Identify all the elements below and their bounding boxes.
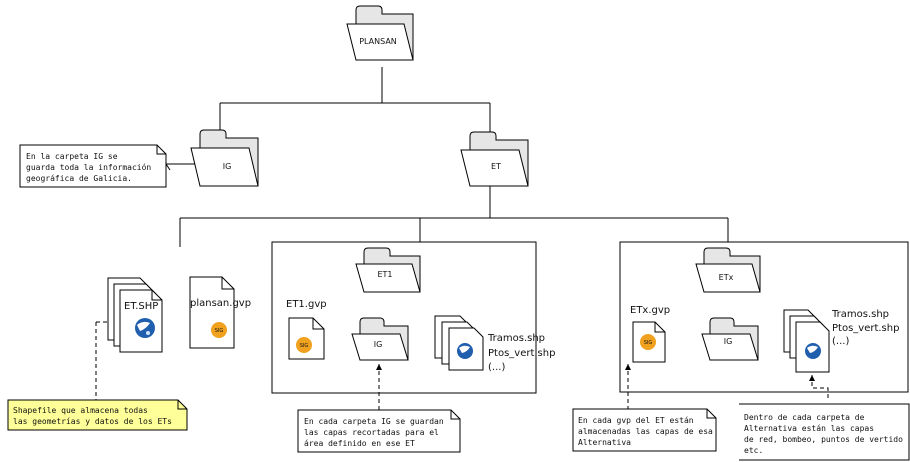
- et1-shp-item: Ptos_vert.shp: [488, 348, 555, 359]
- dashed-arrows: [95, 321, 829, 410]
- note-alt-line: Dentro de cada carpeta de: [744, 413, 865, 422]
- etx-shp-item: Tramos.shp: [831, 309, 889, 320]
- folder-label-etx: ETx: [719, 273, 734, 282]
- globe-icon: [805, 343, 821, 359]
- et1-shp-list: Tramos.shp Ptos_vert.shp (...): [487, 333, 559, 373]
- note-shapefile-line: Shapefile que almacena todas: [13, 406, 148, 415]
- svg-text:SIG: SIG: [644, 340, 653, 346]
- folder-icon[interactable]: IG: [190, 129, 259, 187]
- note-alt-line: de red, bombeo, puntos de vertido: [744, 435, 903, 444]
- svg-text:SIG: SIG: [215, 328, 224, 334]
- et-shp-label: ET.SHP: [124, 301, 158, 312]
- svg-text:Dentro de cada carpeta de: Dentro de cada carpeta de Alternativa es…: [744, 413, 908, 455]
- et1-gvp-file-icon[interactable]: SIG: [288, 317, 325, 360]
- plansan-gvp-label: plansan.gvp: [190, 298, 251, 309]
- note-alt-line: etc.: [744, 446, 763, 455]
- folder-icon[interactable]: ET: [460, 131, 529, 187]
- etx-shp-list: Tramos.shp Ptos_vert.shp (...): [831, 309, 903, 347]
- etx-shp-item: (...): [832, 336, 849, 347]
- folder-label-etx-ig: IG: [724, 337, 733, 346]
- folder-label-et1-ig: IG: [374, 340, 383, 349]
- svg-text:En cada carpeta IG se guardan: En cada carpeta IG se guardan las capas …: [304, 417, 449, 448]
- globe-icon: [135, 318, 155, 338]
- globe-icon: [457, 343, 473, 359]
- svg-text:En la carpeta IG se guar: En la carpeta IG se guarda toda la infor…: [26, 152, 156, 183]
- et-shp-file-icon[interactable]: ET.SHP: [107, 277, 163, 353]
- note-et1-ig-line: En cada carpeta IG se guardan: [304, 417, 444, 426]
- note-ig-box: En la carpeta IG se guarda toda la infor…: [19, 144, 167, 188]
- note-ig-line: En la carpeta IG se: [26, 152, 118, 161]
- svg-text:SIG: SIG: [300, 343, 309, 349]
- note-gvp-line: En cada gvp del ET están: [578, 416, 694, 425]
- folder-label-ig: IG: [223, 162, 232, 171]
- etx-shp-item: Ptos_vert.shp: [832, 323, 899, 334]
- folder-icon[interactable]: PLANSAN: [346, 5, 414, 61]
- sig-logo-icon: SIG: [211, 322, 227, 338]
- note-shapefile-box: Shapefile que almacena todas las geometr…: [7, 399, 188, 431]
- note-et1-ig-box: En cada carpeta IG se guardan las capas …: [297, 409, 461, 453]
- folder-icon[interactable]: IG: [701, 317, 759, 361]
- et1-shp-item: Tramos.shp: [487, 333, 545, 344]
- plansan-gvp-file-icon[interactable]: plansan.gvp SIG: [189, 276, 251, 349]
- note-gvp-line: almacenadas las capas de esa: [578, 427, 713, 436]
- note-et1-ig-line: área definido en ese ET: [304, 439, 415, 448]
- note-gvp-line: Alternativa: [578, 438, 631, 447]
- et1-container-box: [271, 241, 537, 394]
- folder-icon[interactable]: ET1: [355, 247, 421, 293]
- note-shapefile-line: las geometrías y datos de los ETs: [13, 417, 172, 426]
- etx-container-box: [619, 241, 909, 393]
- svg-text:Shapefile que almacena todas: Shapefile que almacena todas las geometr…: [13, 406, 172, 426]
- et1-shp-files-icon[interactable]: [434, 315, 484, 371]
- etx-shp-files-icon[interactable]: [783, 309, 830, 373]
- sig-logo-icon: SIG: [640, 334, 656, 350]
- et1-shp-item: (...): [488, 362, 505, 373]
- svg-text:En cada gvp del ET están: En cada gvp del ET están almacenadas las…: [578, 416, 718, 447]
- connector-lines: [165, 67, 729, 247]
- note-gvp-box: En cada gvp del ET están almacenadas las…: [572, 408, 718, 452]
- folder-label-et1: ET1: [377, 270, 392, 279]
- folder-label-root: PLANSAN: [359, 37, 397, 46]
- etx-gvp-label: ETx.gvp: [630, 305, 670, 316]
- note-alt-box: Dentro de cada carpeta de Alternativa es…: [739, 403, 910, 461]
- folder-label-et: ET: [491, 162, 501, 171]
- et1-gvp-label: ET1.gvp: [286, 299, 327, 310]
- folder-icon[interactable]: ETx: [695, 247, 761, 293]
- note-alt-line: Alternativa están las capas: [744, 424, 874, 433]
- note-ig-line: geográfica de Galicia.: [26, 174, 132, 183]
- note-et1-ig-line: las capas recortadas para el: [304, 428, 439, 437]
- sig-logo-icon: SIG: [296, 337, 312, 353]
- etx-gvp-file-icon[interactable]: SIG: [632, 321, 666, 363]
- folder-icon[interactable]: IG: [351, 317, 409, 361]
- note-ig-line: guarda toda la información: [26, 162, 151, 172]
